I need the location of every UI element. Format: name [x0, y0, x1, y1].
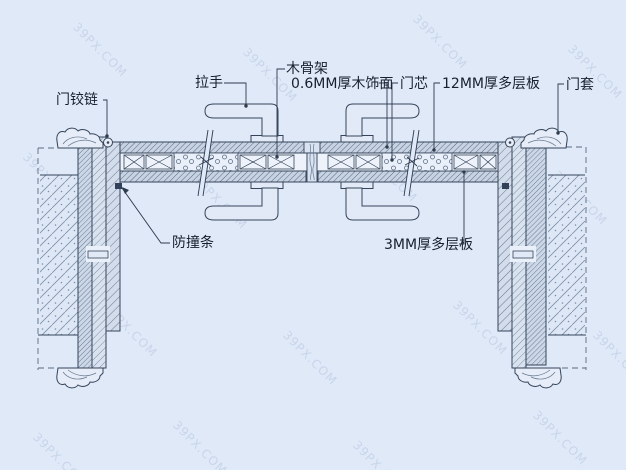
casing-moulding: [56, 127, 104, 149]
left-door-leaf: [119, 141, 307, 183]
bumper-strip-mark: [115, 183, 122, 189]
hinge-icon: [505, 137, 515, 148]
bumper-strip-mark: [502, 183, 509, 189]
label-plywood-3mm: 3MM厚多层板: [384, 237, 474, 253]
break-line: [197, 129, 214, 197]
casing-moulding: [56, 367, 104, 389]
break-line: [403, 129, 420, 197]
pull-handle: [204, 103, 284, 221]
left-jamb: [56, 127, 121, 389]
right-jamb: [497, 127, 568, 389]
right-wall: [548, 146, 587, 370]
hinge-icon: [103, 137, 113, 148]
label-door-casing: 门套: [566, 77, 594, 93]
casing-moulding: [514, 367, 562, 389]
label-bumper-strip: 防撞条: [172, 235, 214, 251]
astragal: [303, 141, 321, 183]
label-door-hinge: 门铰链: [56, 92, 98, 108]
label-veneer: 0.6MM厚木饰面: [291, 76, 394, 92]
leader-dots: [105, 104, 560, 194]
label-plywood-12mm: 12MM厚多层板: [442, 76, 540, 92]
label-handle: 拉手: [195, 75, 223, 91]
label-door-core: 门芯: [400, 76, 428, 92]
pull-handle: [340, 103, 420, 221]
leader-lines: [103, 68, 564, 245]
casing-moulding: [520, 127, 568, 149]
left-wall: [37, 147, 78, 370]
label-wood-frame: 木骨架: [286, 61, 328, 77]
